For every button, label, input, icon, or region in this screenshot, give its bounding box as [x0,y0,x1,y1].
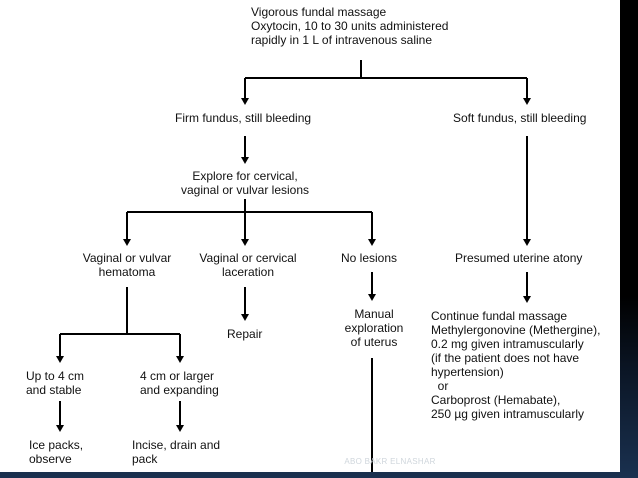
repair-node: Repair [227,327,263,341]
arrow-to-incise [176,401,184,432]
arrow-to-small-hematoma [56,334,64,363]
uterine-atony-node: Presumed uterine atony [455,251,583,265]
arrow-to-manual-exploration [368,272,376,301]
arrow-to-no-lesions [368,212,376,246]
arrow-to-explore [241,136,249,164]
no-lesions-node: No lesions [341,251,398,265]
arrow-to-ice-packs [56,401,64,432]
firm-fundus-node: Firm fundus, still bleeding [175,111,312,125]
watermark-text: ABO BAKR ELNASHAR [344,457,436,466]
flowchart-connectors [56,60,531,472]
small-hematoma-node: Up to 4 cm and stable [26,369,85,397]
manual-exploration-node: Manual exploration of uterus [344,307,404,349]
incise-drain-node: Incise, drain and pack [132,438,221,466]
arrow-to-firm-fundus [241,78,249,105]
start-step: Vigorous fundal massage Oxytocin, 10 to … [251,5,449,47]
hematoma-node: Vaginal or vulvar hematoma [82,251,172,279]
arrow-to-atony [523,136,531,246]
arrow-to-soft-fundus [523,78,531,105]
arrow-to-laceration [241,212,249,246]
arrow-to-hematoma [123,212,131,246]
soft-fundus-node: Soft fundus, still bleeding [453,111,587,125]
arrow-to-repair [241,287,249,321]
arrow-to-atony-treatment [523,272,531,303]
large-hematoma-node: 4 cm or larger and expanding [140,369,219,397]
arrow-to-large-hematoma [176,334,184,363]
laceration-node: Vaginal or cervical laceration [199,251,297,279]
explore-lesions-node: Explore for cervical, vaginal or vulvar … [180,169,310,197]
slide: Vigorous fundal massage Oxytocin, 10 to … [26,5,601,472]
atony-treatment-node: Continue fundal massage Methylergonovine… [431,309,601,421]
ice-packs-node: Ice packs, observe [29,438,84,466]
